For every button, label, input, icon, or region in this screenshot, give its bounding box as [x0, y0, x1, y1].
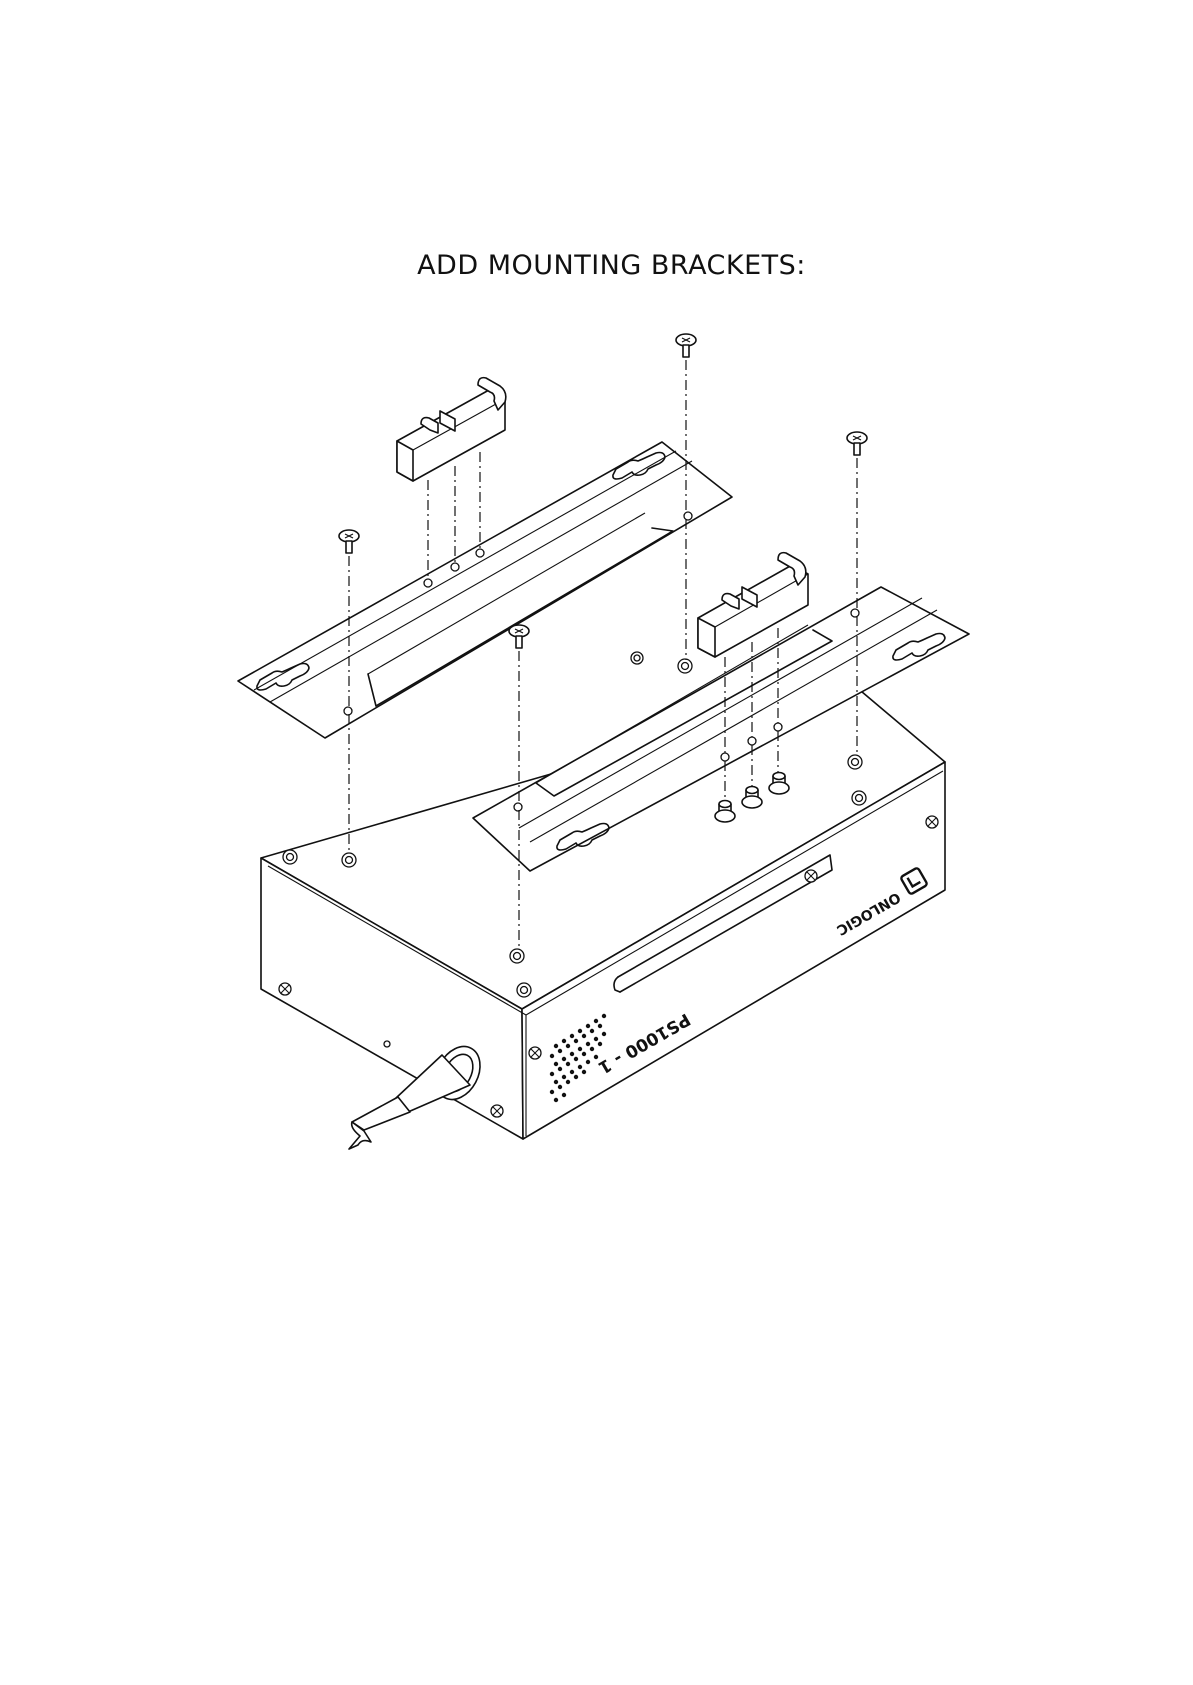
cable-clip-icon [397, 378, 506, 481]
face-screw [805, 870, 817, 882]
screw-icon [676, 334, 696, 357]
screw-icon [509, 625, 529, 648]
face-screw [279, 983, 291, 995]
face-screw [926, 816, 938, 828]
screw-icon [847, 432, 867, 455]
face-screw-small [384, 1041, 390, 1047]
face-screw [491, 1105, 503, 1117]
mounting-bracket-left [238, 442, 732, 738]
screw-icon [339, 530, 359, 553]
face-screw [529, 1047, 541, 1059]
